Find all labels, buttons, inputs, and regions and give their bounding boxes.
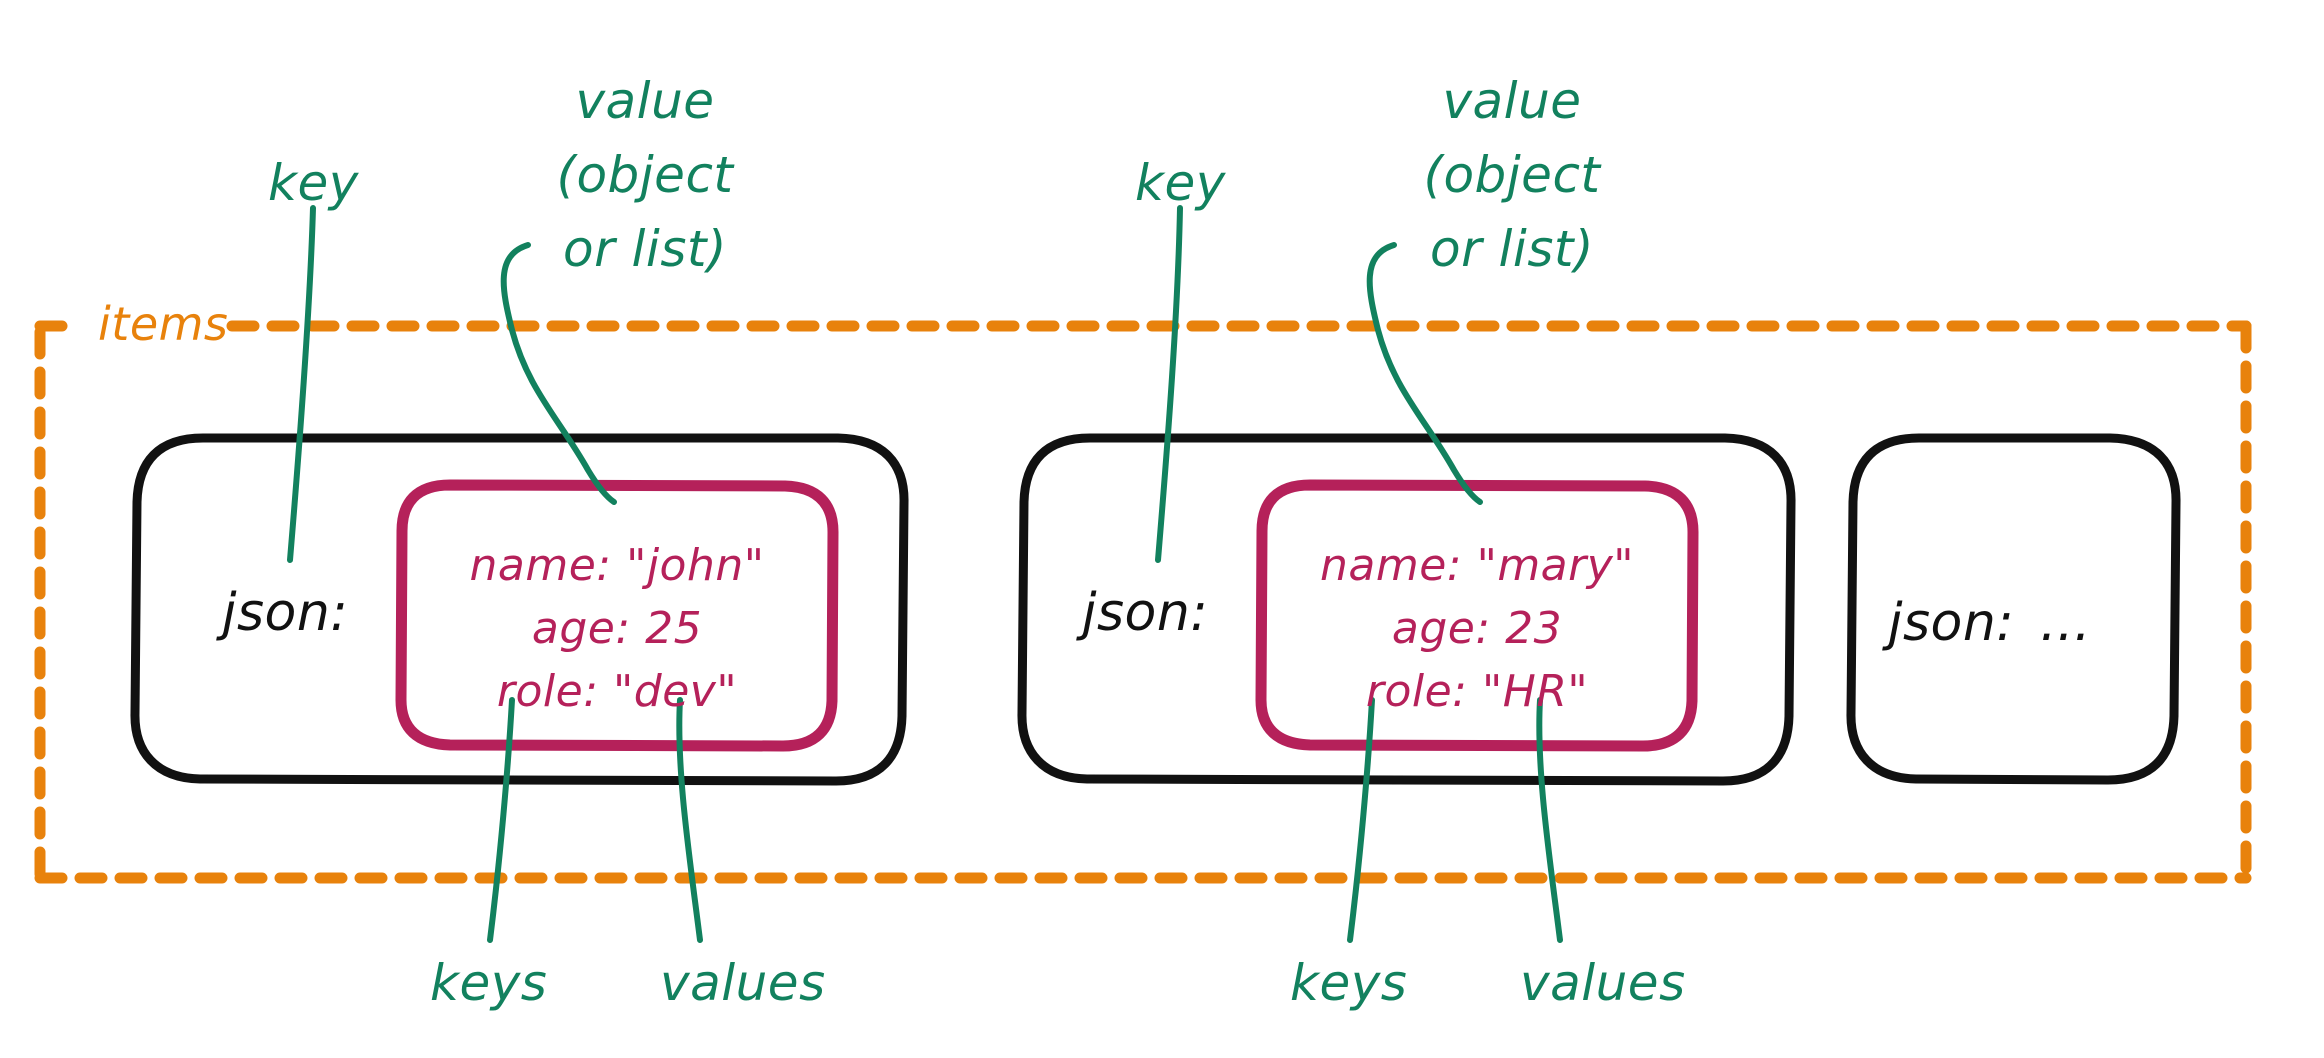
- annotation-keys-left: keys: [430, 954, 547, 1012]
- card-2-outer-box[interactable]: [1017, 433, 1796, 786]
- leader-line-key-left: [287, 205, 316, 563]
- items-container-label: items: [98, 297, 228, 351]
- leader-line-values-right: [1536, 697, 1563, 943]
- leader-line-value-left: [500, 242, 617, 505]
- annotation-value-left-line-1: value: [575, 72, 714, 130]
- leader-line-keys-right: [1347, 697, 1375, 943]
- annotation-values-right: values: [1520, 954, 1686, 1012]
- card-1-field-line-3: role: "dev": [497, 666, 737, 717]
- card-1-outer-box[interactable]: [130, 433, 909, 786]
- card-2-field-line-2: age: 23: [1392, 603, 1562, 654]
- annotation-key-right: key: [1135, 154, 1227, 212]
- annotation-value-left-line-3: or list): [563, 220, 727, 278]
- annotation-keys-right: keys: [1290, 954, 1407, 1012]
- card-2-field-line-1: name: "mary": [1320, 540, 1634, 591]
- card-3-ellipsis: ...: [2040, 593, 2091, 653]
- annotation-key-left: key: [268, 154, 360, 212]
- card-2-json-label: json:: [1076, 583, 1208, 643]
- annotation-value-right-line-2: (object: [1423, 146, 1602, 204]
- card-2-outline: [1017, 433, 1796, 786]
- leader-line-value-right: [1366, 242, 1483, 505]
- items-container-border: [34, 320, 2252, 884]
- annotation-value-left-line-2: (object: [556, 146, 735, 204]
- card-3-outline: [1846, 433, 2181, 785]
- annotation-value-right-line-1: value: [1442, 72, 1581, 130]
- annotation-values-left: values: [660, 954, 826, 1012]
- card-1-inner-box[interactable]: [395, 479, 839, 752]
- leader-line-keys-left: [487, 697, 515, 943]
- card-1-json-label: json:: [216, 583, 348, 643]
- card-3-outer-box[interactable]: [1846, 433, 2181, 785]
- leader-line-values-left: [676, 697, 703, 943]
- leader-line-key-right: [1155, 205, 1183, 563]
- card-1-inner-outline: [395, 479, 839, 752]
- card-2-inner-box[interactable]: [1255, 479, 1699, 752]
- card-1-field-line-1: name: "john": [470, 540, 765, 591]
- card-1-outline: [130, 433, 909, 786]
- annotation-value-right-line-3: or list): [1430, 220, 1594, 278]
- card-1-field-line-2: age: 25: [532, 603, 702, 654]
- card-2-field-line-3: role: "HR": [1366, 666, 1588, 717]
- card-2-inner-outline: [1255, 479, 1699, 752]
- card-3-json-label: json:: [1882, 593, 2014, 653]
